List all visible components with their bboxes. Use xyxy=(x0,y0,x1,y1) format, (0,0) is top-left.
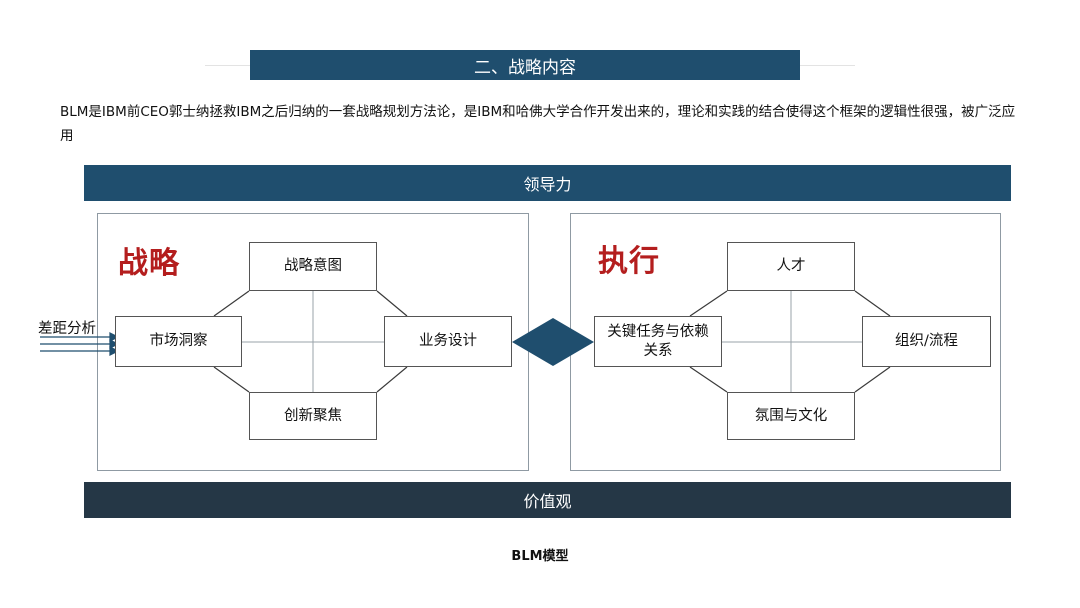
innovation-focus-node: 创新聚焦 xyxy=(249,392,377,440)
values-band: 价值观 xyxy=(84,482,1011,518)
execution-title: 执行 xyxy=(598,244,660,279)
figure-caption: BLM模型 xyxy=(511,549,569,564)
gap-arrow-head-1 xyxy=(109,332,120,342)
gap-analysis-label: 差距分析 xyxy=(38,321,96,337)
strategy-link-top-right xyxy=(376,290,408,317)
execution-link-top-left xyxy=(689,290,728,317)
connector-diamond xyxy=(512,318,594,366)
strategy-title: 战略 xyxy=(118,246,180,281)
intro-paragraph: BLM是IBM前CEO郭士纳拯救IBM之后归纳的一套战略规划方法论，是IBM和哈… xyxy=(60,104,1016,144)
market-insight-node: 市场洞察 xyxy=(115,316,242,367)
climate-culture-node: 氛围与文化 xyxy=(727,392,855,440)
strategy-link-bottom-left xyxy=(213,366,250,393)
execution-link-bottom-left xyxy=(689,366,728,393)
gap-arrow-head-3 xyxy=(109,346,120,356)
business-design-node: 业务设计 xyxy=(384,316,512,367)
gap-arrow-head-2 xyxy=(109,339,120,349)
execution-link-bottom-right xyxy=(854,366,891,393)
strategy-link-bottom-right xyxy=(376,366,408,393)
talent-node: 人才 xyxy=(727,242,855,291)
organization-process-node: 组织/流程 xyxy=(862,316,991,367)
leadership-band: 领导力 xyxy=(84,165,1011,201)
execution-link-top-right xyxy=(854,290,891,317)
critical-tasks-node: 关键任务与依赖关系 xyxy=(594,316,722,367)
section-title: 二、战略内容 xyxy=(250,50,800,80)
strategic-intent-node: 战略意图 xyxy=(249,242,377,291)
strategy-link-top-left xyxy=(213,290,250,317)
